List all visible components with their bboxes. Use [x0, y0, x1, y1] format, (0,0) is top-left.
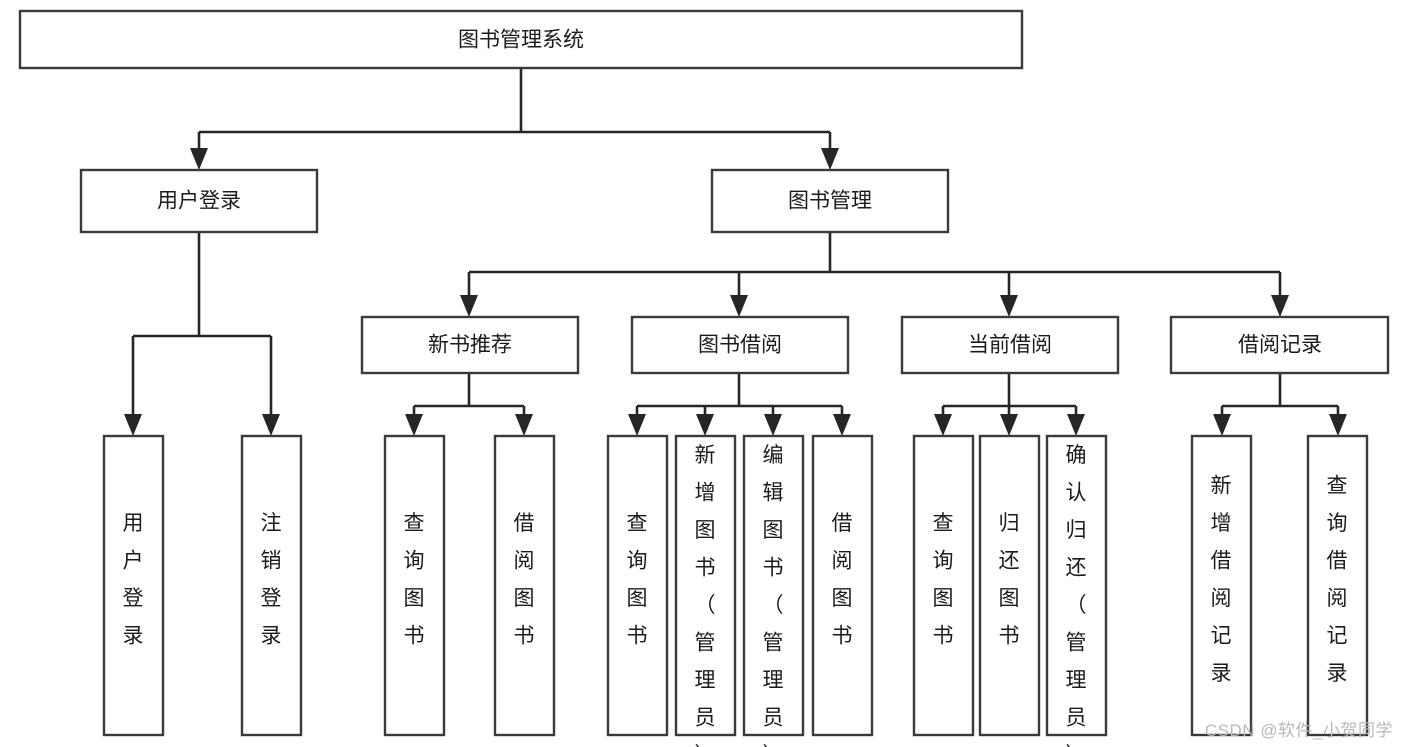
node-leaf1[interactable]: 用户登录 [102, 434, 165, 737]
node-leaf13-label: 查询借阅记录 [1327, 474, 1348, 685]
node-newbook-box[interactable] [360, 315, 580, 375]
node-record-box[interactable] [1169, 315, 1390, 375]
arrowhead-leaf3 [405, 414, 423, 436]
node-leaf1-box[interactable] [102, 434, 165, 737]
arrowhead-login [190, 148, 208, 170]
node-bookmgmt-box[interactable] [710, 168, 950, 234]
arrowhead-leaf4 [515, 414, 533, 436]
node-leaf11[interactable]: 确认归还（管理员） [1045, 434, 1108, 747]
arrowhead-borrow [730, 295, 748, 317]
node-leaf2[interactable]: 注销登录 [240, 434, 303, 737]
node-leaf8-label: 借阅图书 [832, 512, 853, 648]
node-bookmgmt-label: 图书管理 [788, 190, 872, 213]
node-borrow-label: 图书借阅 [698, 334, 782, 357]
node-leaf5-label: 查询图书 [627, 512, 648, 648]
arrowhead-leaf12 [1213, 414, 1231, 436]
node-leaf3-label: 查询图书 [404, 512, 425, 648]
node-login[interactable]: 用户登录 [79, 168, 319, 234]
node-login-label: 用户登录 [157, 190, 241, 213]
node-leaf5[interactable]: 查询图书 [606, 434, 669, 737]
node-leaf13-box[interactable] [1306, 434, 1369, 737]
node-leaf8[interactable]: 借阅图书 [811, 434, 874, 737]
node-newbook[interactable]: 新书推荐 [360, 315, 580, 375]
node-record[interactable]: 借阅记录 [1169, 315, 1390, 375]
node-current-box[interactable] [900, 315, 1120, 375]
node-leaf4[interactable]: 借阅图书 [493, 434, 556, 737]
node-leaf6[interactable]: 新增图书（管理员） [674, 434, 737, 747]
node-leaf4-label: 借阅图书 [514, 512, 535, 648]
node-borrow[interactable]: 图书借阅 [630, 315, 850, 375]
node-leaf1-label: 用户登录 [123, 512, 144, 648]
arrowhead-leaf6 [696, 414, 714, 436]
node-leaf4-box[interactable] [493, 434, 556, 737]
node-root[interactable]: 图书管理系统 [18, 9, 1024, 70]
arrowhead-leaf1 [124, 414, 142, 436]
arrowhead-newbook [460, 295, 478, 317]
node-leaf10-label: 归还图书 [999, 512, 1020, 648]
node-leaf9-box[interactable] [912, 434, 975, 737]
arrowhead-leaf2 [262, 414, 280, 436]
node-leaf7-label: 编辑图书（管理员） [763, 444, 784, 747]
arrowhead-leaf7 [764, 414, 782, 436]
node-leaf2-box[interactable] [240, 434, 303, 737]
node-leaf9-label: 查询图书 [933, 512, 954, 648]
node-leaf3-box[interactable] [383, 434, 446, 737]
node-root-box[interactable] [18, 9, 1024, 70]
node-leaf10[interactable]: 归还图书 [978, 434, 1041, 737]
node-borrow-box[interactable] [630, 315, 850, 375]
node-newbook-label: 新书推荐 [428, 334, 512, 357]
arrowhead-leaf10 [1000, 414, 1018, 436]
node-record-label: 借阅记录 [1238, 334, 1322, 357]
node-leaf9[interactable]: 查询图书 [912, 434, 975, 737]
node-leaf2-label: 注销登录 [261, 512, 282, 648]
node-leaf12[interactable]: 新增借阅记录 [1190, 434, 1253, 737]
arrowhead-current [1000, 295, 1018, 317]
node-leaf7[interactable]: 编辑图书（管理员） [742, 434, 805, 747]
node-leaf3[interactable]: 查询图书 [383, 434, 446, 737]
arrowhead-record [1271, 295, 1289, 317]
node-leaf13[interactable]: 查询借阅记录 [1306, 434, 1369, 737]
node-bookmgmt[interactable]: 图书管理 [710, 168, 950, 234]
node-leaf8-box[interactable] [811, 434, 874, 737]
node-root-label: 图书管理系统 [458, 29, 584, 52]
node-leaf11-label: 确认归还（管理员） [1066, 444, 1087, 747]
node-leaf11-box[interactable] [1045, 434, 1108, 737]
node-leaf10-box[interactable] [978, 434, 1041, 737]
node-leaf7-box[interactable] [742, 434, 805, 737]
node-leaf5-box[interactable] [606, 434, 669, 737]
arrowhead-leaf11 [1067, 414, 1085, 436]
node-leaf6-label: 新增图书（管理员） [695, 444, 716, 747]
connector-layer [124, 68, 1347, 436]
arrowhead-leaf5 [628, 414, 646, 436]
arrowhead-leaf8 [833, 414, 851, 436]
arrowhead-bookmgmt [821, 148, 839, 170]
node-current-label: 当前借阅 [968, 334, 1052, 357]
node-leaf12-box[interactable] [1190, 434, 1253, 737]
node-leaf6-box[interactable] [674, 434, 737, 737]
arrowhead-leaf9 [934, 414, 952, 436]
node-leaf12-label: 新增借阅记录 [1211, 474, 1232, 685]
node-current[interactable]: 当前借阅 [900, 315, 1120, 375]
arrowhead-leaf13 [1329, 414, 1347, 436]
node-login-box[interactable] [79, 168, 319, 234]
